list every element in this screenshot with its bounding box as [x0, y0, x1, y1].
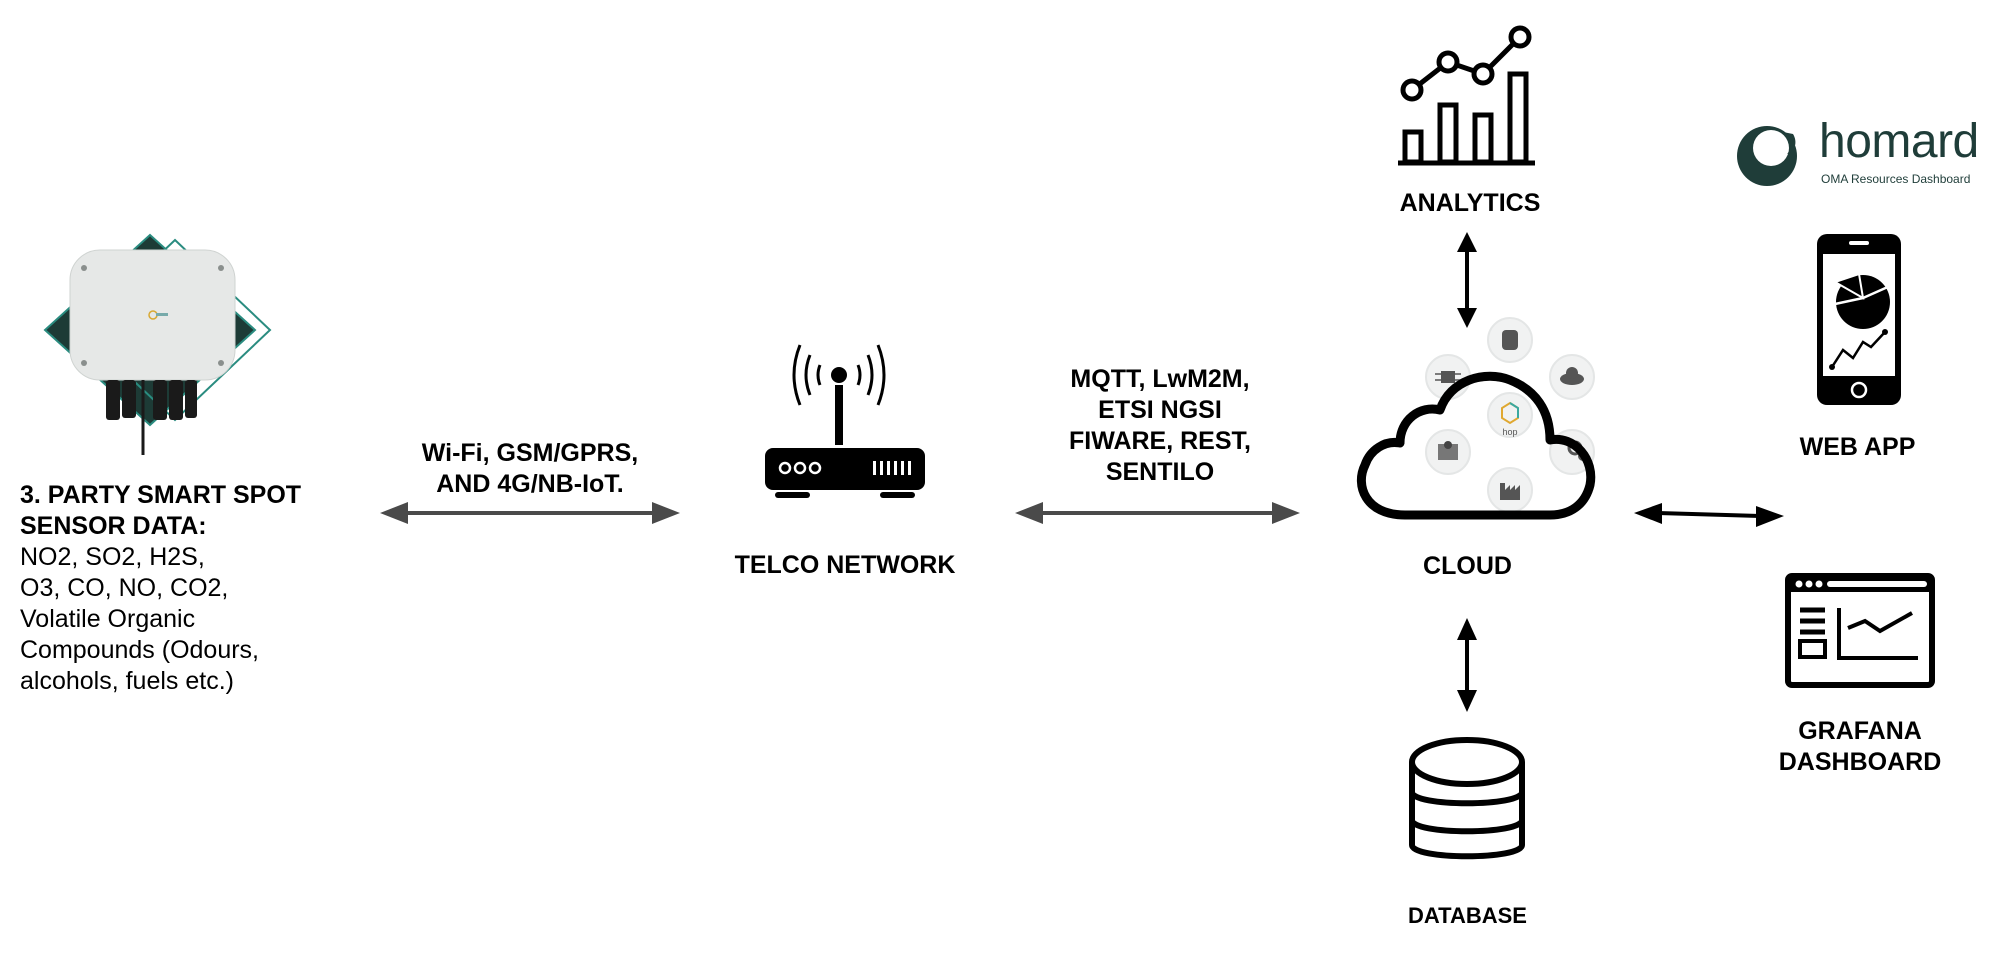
protocol-line: FIWARE, REST,	[1069, 427, 1251, 455]
trend-line-icon	[1830, 331, 1886, 368]
router-icon	[765, 344, 925, 498]
protocol-line: AND 4G/NB-IoT.	[436, 470, 624, 498]
mobile-phone-icon	[1817, 234, 1901, 405]
protocol-line: ETSI NGSI	[1098, 396, 1222, 424]
grafana-dashboard-label: GRAFANA DASHBOARD	[1760, 716, 1960, 778]
analytics-label: ANALYTICS	[1399, 189, 1541, 217]
grafana-label-line: GRAFANA	[1798, 717, 1922, 745]
cloud-icon	[1560, 367, 1584, 385]
cloud-label: CLOUD	[1423, 552, 1512, 580]
homard-logo: homard OMA Resources Dashboard	[1735, 115, 2000, 192]
smart-spot-sensor	[40, 230, 280, 460]
sensor-device-icon	[43, 233, 272, 455]
telco-network-label: TELCO NETWORK	[734, 551, 956, 579]
sensor-telco-arrow	[380, 502, 680, 524]
protocol-line: Wi-Fi, GSM/GPRS,	[421, 439, 639, 467]
sensor-telco-protocols: Wi-Fi, GSM/GPRS, AND 4G/NB-IoT.	[380, 438, 680, 500]
factory-icon	[1500, 483, 1520, 500]
cloud-database-arrow	[1457, 618, 1477, 712]
protocol-line: SENTILO	[1105, 458, 1215, 486]
telco-cloud-protocols: MQTT, LwM2M, ETSI NGSI FIWARE, REST, SEN…	[1010, 364, 1310, 488]
sensor-data-line: alcohols, fuels etc.)	[20, 667, 234, 695]
telco-cloud-arrow	[1015, 502, 1300, 524]
pie-chart-icon	[1832, 272, 1891, 329]
hop-logo: hop	[1501, 401, 1519, 437]
cloud-icon-outline	[1356, 371, 1596, 520]
homard-name: homard	[1819, 115, 1979, 168]
cloud-hub-diagram: hop	[1356, 317, 1596, 520]
dashboard-window-icon	[1785, 573, 1935, 688]
grafana-label-line: DASHBOARD	[1778, 748, 1942, 776]
sensor-data-line: O3, CO, NO, CO2,	[20, 574, 229, 602]
database-icon	[1502, 330, 1518, 350]
svg-text:hop: hop	[1502, 427, 1517, 437]
person-screen-icon	[1438, 441, 1458, 460]
cloud-apps-arrow	[1634, 503, 1784, 527]
analytics-chart-icon	[1398, 25, 1535, 166]
analytics-cloud-arrow	[1457, 232, 1477, 328]
homard-tagline: OMA Resources Dashboard	[1821, 172, 1971, 186]
sensor-data-line: Compounds (Odours,	[20, 636, 260, 664]
homard-logo-icon	[1737, 126, 1797, 186]
protocol-line: MQTT, LwM2M,	[1070, 365, 1250, 393]
database-label: DATABASE	[1408, 903, 1527, 928]
sensor-title-line: SENSOR DATA:	[20, 512, 207, 540]
sensor-title-line: 3. PARTY SMART SPOT	[20, 481, 302, 509]
sensor-data-line: Volatile Organic	[20, 605, 196, 633]
sensor-data-line: NO2, SO2, H2S,	[20, 543, 205, 571]
chip-icon	[1435, 371, 1461, 383]
web-app-label: WEB APP	[1799, 433, 1916, 461]
sensor-description: 3. PARTY SMART SPOT SENSOR DATA: NO2, SO…	[20, 480, 340, 697]
database-icon	[1409, 737, 1525, 860]
